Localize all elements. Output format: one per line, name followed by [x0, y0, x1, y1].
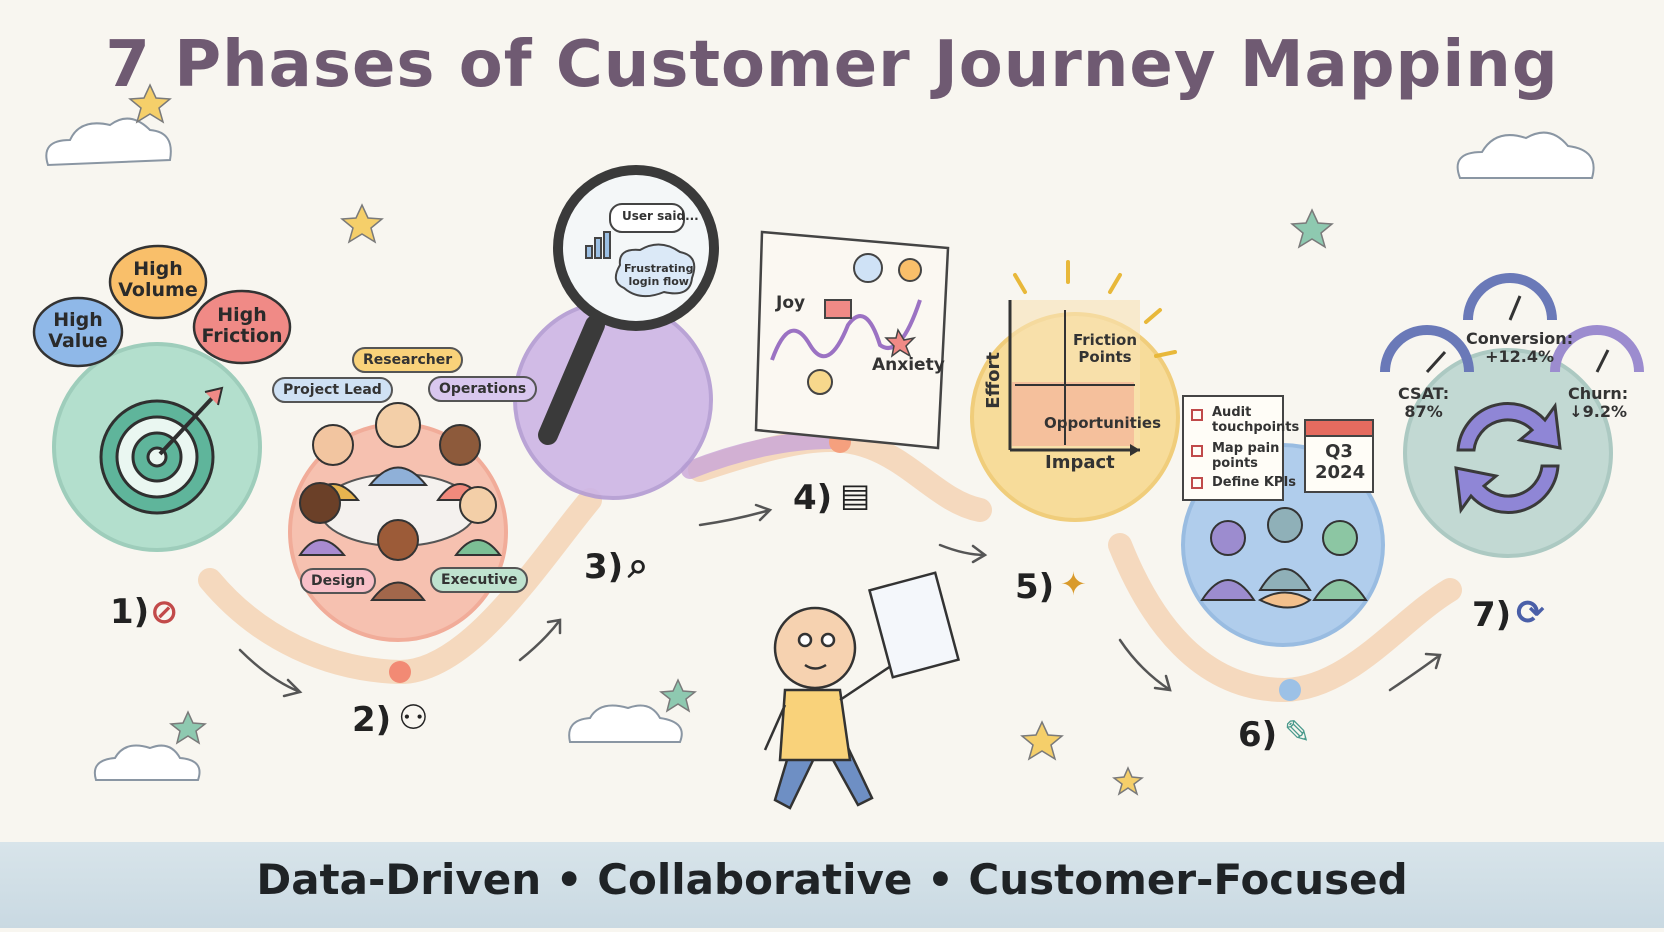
phase-5-label: 5) — [1015, 567, 1055, 607]
cloud-3 — [93, 744, 201, 781]
role-researcher: Researcher — [352, 347, 464, 373]
calendar-label: Q3 2024 — [1315, 441, 1366, 483]
bubble-high-friction-text: High Friction — [201, 304, 283, 348]
checklist-item-3: Define KPIs — [1212, 475, 1297, 490]
people-group — [298, 402, 502, 601]
arrow-5 — [1118, 638, 1172, 692]
checklist-item-1: Audit touchpoints — [1212, 405, 1300, 435]
emotion-anxiety: Anxiety — [872, 355, 945, 375]
stars — [128, 83, 1334, 796]
gauge-csat-label: CSAT: 87% — [1398, 384, 1450, 422]
bubble-high-friction — [192, 289, 292, 365]
phase-3-circle — [513, 300, 713, 500]
phase-7-circle — [1403, 348, 1613, 558]
phase-1-label: 1) — [110, 592, 150, 632]
journey-path-accent — [681, 431, 839, 479]
phase-4-icon: ▤ — [840, 476, 871, 514]
role-project-lead: Project Lead — [272, 377, 393, 403]
arrow-3 — [698, 503, 773, 527]
phase-6-label: 6) — [1238, 715, 1278, 755]
quote-frustrating: Frustrating login flow — [624, 262, 694, 288]
cycle-arrows — [1454, 401, 1562, 515]
phase-3-label: 3) — [584, 547, 624, 587]
arrow-4 — [938, 543, 988, 564]
star-6 — [1020, 720, 1064, 761]
bubble-high-value — [32, 296, 124, 368]
role-operations: Operations — [428, 376, 538, 402]
footer-tagline: Data-Driven • Collaborative • Customer-F… — [256, 855, 1408, 904]
bubble-high-value-text: High Value — [48, 309, 108, 353]
calendar-icon — [1304, 419, 1374, 493]
matrix-y-axis: Effort — [983, 351, 1005, 409]
target-icon — [99, 386, 224, 515]
priority-matrix — [1008, 300, 1140, 456]
star-3 — [1290, 208, 1334, 249]
phase-5-icon: ✦ — [1060, 565, 1087, 603]
role-design: Design — [300, 568, 377, 594]
phase-3-icon: ⌕ — [628, 545, 649, 586]
phase-6-icon: ✎ — [1284, 713, 1311, 751]
star-2 — [340, 203, 384, 244]
cloud-group — [45, 117, 1595, 781]
gauges — [1380, 273, 1644, 373]
arrow-2 — [518, 618, 562, 662]
emotion-joy: Joy — [776, 293, 806, 313]
bubble-high-volume-text: High Volume — [118, 258, 198, 302]
handshake-people — [1200, 507, 1368, 609]
star-4 — [169, 710, 207, 745]
star-7 — [1112, 766, 1144, 796]
journey-map-paper — [754, 230, 950, 450]
sun-rays — [1013, 260, 1177, 358]
path-dot-2 — [389, 661, 411, 683]
phase-2-label: 2) — [352, 700, 392, 740]
bubble-high-volume — [108, 244, 208, 320]
footer-band — [0, 842, 1664, 928]
cloud-1 — [45, 117, 172, 167]
phase-2-icon: ⚇ — [398, 698, 429, 738]
cloud-4 — [568, 704, 683, 743]
quote-user-said: User said... — [622, 209, 699, 223]
path-dot-6 — [1279, 679, 1301, 701]
walking-person — [763, 571, 961, 810]
matrix-friction-points: Friction Points — [1073, 331, 1138, 367]
phase-7-icon: ⟳ — [1516, 593, 1545, 633]
phase-1-icon: ⊘ — [150, 592, 179, 632]
phase-4-label: 4) — [793, 478, 833, 518]
arrow-6 — [1388, 652, 1442, 692]
page-title: 7 Phases of Customer Journey Mapping — [105, 28, 1559, 102]
gauge-churn-label: Churn: ↓9.2% — [1568, 384, 1629, 422]
checklist-item-2: Map pain points — [1212, 441, 1280, 471]
phase-7-label: 7) — [1472, 595, 1512, 635]
arrow-1 — [238, 648, 303, 698]
checklist-note — [1182, 395, 1284, 501]
matrix-x-axis: Impact — [1045, 452, 1115, 473]
magnifier-illustration — [538, 165, 719, 445]
cloud-2 — [1456, 131, 1595, 179]
gauge-conversion-label: Conversion: +12.4% — [1466, 329, 1574, 367]
matrix-opportunities: Opportunities — [1044, 414, 1162, 432]
star-5 — [659, 678, 697, 713]
role-executive: Executive — [430, 567, 529, 593]
star-1 — [128, 83, 172, 124]
